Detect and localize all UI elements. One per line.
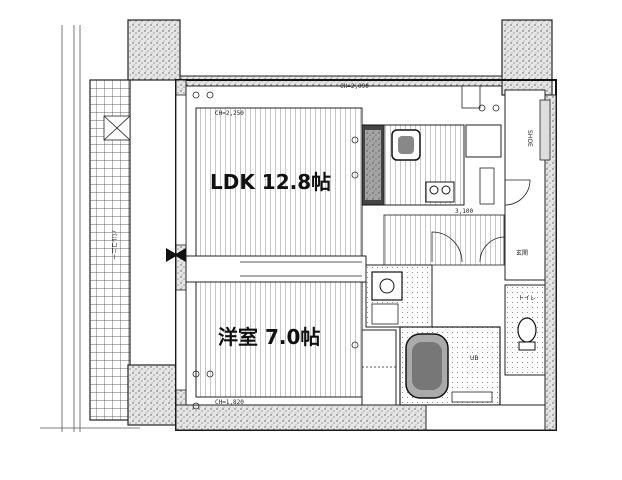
label-ldk: LDK 12.8帖	[210, 170, 331, 194]
shoe-closet	[539, 99, 551, 161]
entrance	[504, 89, 546, 281]
column-bottom-left	[127, 364, 179, 426]
washbasin	[371, 271, 403, 301]
storage-unit	[465, 124, 502, 158]
left-boundary-lines	[61, 25, 81, 432]
label-entrance: 玄関	[516, 249, 528, 257]
door-swing-2	[479, 236, 506, 263]
dim-ch-bedroom: CH=1,820	[215, 399, 244, 406]
wall-bottom	[175, 404, 427, 431]
hallway	[383, 214, 505, 266]
bottom-right-wall	[425, 404, 546, 431]
sliding-arrows	[166, 248, 178, 262]
label-balcony: バルコニー	[110, 230, 117, 260]
closet	[361, 329, 397, 406]
label-bath: UB	[470, 355, 479, 362]
mb-box	[461, 85, 481, 109]
toilet-bowl	[517, 317, 537, 343]
label-toilet: トイレ	[518, 295, 536, 302]
label-western-room: 洋室 7.0帖	[218, 325, 320, 349]
entrance-door	[504, 179, 531, 206]
dim-ch-top: CH=2,090	[340, 83, 369, 90]
column-top-left	[127, 19, 181, 81]
stove	[425, 181, 455, 203]
dim-kitchen-width: 3,100	[455, 208, 473, 215]
partition-wall	[185, 255, 367, 283]
label-shoe: SHOE	[526, 130, 533, 147]
dim-ch-ldk: CH=2,250	[215, 110, 244, 117]
door-swing-1	[431, 231, 463, 263]
column-top-right	[501, 19, 553, 96]
washer-space	[371, 303, 399, 325]
